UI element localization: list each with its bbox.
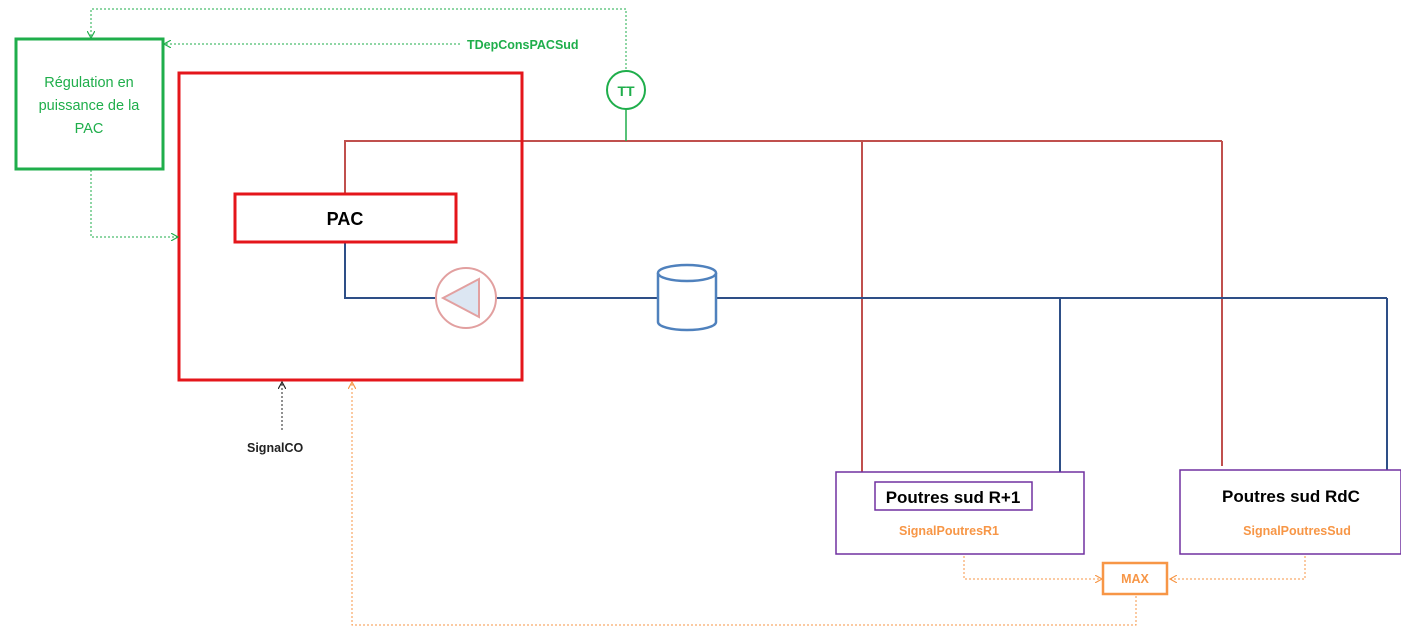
- poutres-rdc-box: Poutres sud RdC SignalPoutresSud: [1179, 469, 1401, 555]
- green-signal-lines: [91, 8, 627, 237]
- signal-r1-label: SignalPoutresR1: [899, 524, 999, 538]
- pac-system-box: [177, 71, 524, 382]
- regulation-label-line-2: puissance de la: [39, 98, 141, 114]
- hot-supply-pipe: [344, 140, 1223, 472]
- signal-sud-label: SignalPoutresSud: [1243, 524, 1351, 538]
- regulation-label-line-3: PAC: [75, 121, 104, 137]
- pac-label: PAC: [327, 209, 364, 229]
- cold-return-pipe: [344, 243, 1388, 472]
- tt-sensor: TT: [606, 70, 646, 110]
- poutres-r1-label: Poutres sud R+1: [886, 488, 1021, 507]
- storage-tank: [656, 263, 718, 332]
- regulation-box: Régulation en puissance de la PAC: [14, 37, 165, 171]
- tt-label: TT: [617, 83, 635, 99]
- poutres-rdc-label: Poutres sud RdC: [1222, 487, 1360, 506]
- orange-signal-lines: [352, 382, 1306, 626]
- pump-symbol: [435, 267, 497, 329]
- regulation-label-line-1: Régulation en: [44, 75, 134, 91]
- max-box: MAX: [1101, 561, 1169, 596]
- poutres-r1-box: Poutres sud R+1 SignalPoutresR1: [835, 471, 1085, 555]
- pac-box: PAC: [233, 192, 458, 244]
- tdep-signal-label: TDepConsPACSud: [467, 38, 579, 52]
- signal-co-label: SignalCO: [247, 441, 304, 455]
- max-label: MAX: [1121, 572, 1149, 586]
